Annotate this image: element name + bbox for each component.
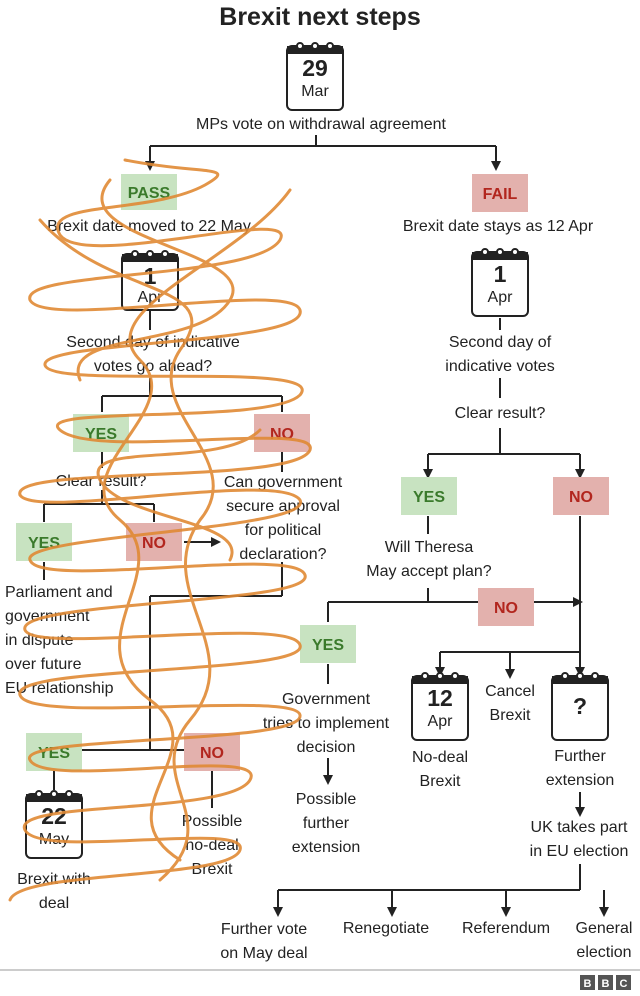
- left-question-2: votes go ahead?: [94, 358, 212, 375]
- calendar-day: 1: [144, 263, 157, 289]
- start-label: MPs vote on withdrawal agreement: [196, 116, 446, 133]
- calendar-day: 1: [494, 261, 507, 287]
- svg-text:PASS: PASS: [128, 185, 171, 202]
- eu-election-1: UK takes part: [531, 819, 628, 836]
- nodeal-right-1: No-deal: [412, 749, 468, 766]
- svg-text:B: B: [602, 978, 610, 990]
- svg-text:YES: YES: [413, 489, 445, 506]
- govt-question-1: Can government: [224, 474, 343, 491]
- svg-text:NO: NO: [569, 489, 593, 506]
- calendar-right-1-apr: 1 Apr: [471, 248, 529, 317]
- badge-left-no-2: NO: [126, 523, 182, 561]
- right-second-day-2: indicative votes: [445, 358, 554, 375]
- right-clear-result: Clear result?: [455, 405, 546, 422]
- scribble-overlay: [8, 158, 312, 902]
- possible-ext-2: further: [303, 815, 350, 832]
- calendar-month: Apr: [488, 289, 514, 306]
- outcome-further-vote-1: Further vote: [221, 921, 307, 938]
- badge-right-yes: YES: [401, 477, 457, 515]
- dispute-text-1: Parliament and: [5, 584, 113, 601]
- outcome-general-election-1: General: [576, 920, 633, 937]
- badge-right-yes-2: YES: [300, 625, 356, 663]
- nodeal-left-2: no-deal: [185, 837, 238, 854]
- svg-text:FAIL: FAIL: [483, 186, 518, 203]
- svg-text:C: C: [620, 978, 628, 990]
- outcome-further-vote-2: on May deal: [220, 945, 307, 962]
- page-title: Brexit next steps: [219, 3, 420, 31]
- dispute-text-4: over future: [5, 656, 82, 673]
- calendar-12-apr: 12 Apr: [411, 672, 469, 741]
- possible-ext-3: extension: [292, 839, 361, 856]
- further-ext-1: Further: [554, 748, 606, 765]
- calendar-month: Mar: [301, 83, 329, 100]
- further-ext-2: extension: [546, 772, 615, 789]
- svg-text:NO: NO: [200, 745, 224, 762]
- possible-ext-1: Possible: [296, 791, 357, 808]
- eu-election-2: in EU election: [530, 843, 629, 860]
- outcome-general-election-2: election: [576, 944, 631, 961]
- svg-text:B: B: [584, 978, 592, 990]
- nodeal-left-1: Possible: [182, 813, 243, 830]
- deal-text-2: deal: [39, 895, 69, 912]
- may-question-1: Will Theresa: [385, 539, 474, 556]
- calendar-29-mar: 29 Mar: [286, 42, 344, 111]
- svg-text:NO: NO: [494, 600, 518, 617]
- cancel-text-1: Cancel: [485, 683, 535, 700]
- calendar-day: 29: [302, 55, 328, 81]
- bbc-logo: B B C: [580, 975, 631, 990]
- calendar-month: Apr: [428, 713, 454, 730]
- govt-question-4: declaration?: [239, 546, 326, 563]
- right-date-text: Brexit date stays as 12 Apr: [403, 218, 594, 235]
- outcome-renegotiate: Renegotiate: [343, 920, 429, 937]
- calendar-question: ?: [551, 672, 609, 741]
- govt-question-2: secure approval: [226, 498, 340, 515]
- govt-question-3: for political: [245, 522, 321, 539]
- badge-right-no-2: NO: [478, 588, 534, 626]
- govt-text-3: decision: [297, 739, 356, 756]
- calendar-left-1-apr: 1 Apr: [121, 250, 179, 311]
- left-date-text: Brexit date moved to 22 May: [47, 218, 251, 235]
- nodeal-right-2: Brexit: [420, 773, 461, 790]
- calendar-22-may: 22 May: [25, 790, 83, 859]
- right-second-day-1: Second day of: [449, 334, 552, 351]
- dispute-text-3: in dispute: [5, 632, 74, 649]
- outcome-referendum: Referendum: [462, 920, 550, 937]
- svg-text:NO: NO: [142, 535, 166, 552]
- badge-fail: FAIL: [472, 174, 528, 212]
- govt-text-1: Government: [282, 691, 371, 708]
- badge-left-yes-2: YES: [16, 523, 72, 561]
- cancel-text-2: Brexit: [490, 707, 531, 724]
- svg-text:YES: YES: [312, 637, 344, 654]
- may-question-2: May accept plan?: [366, 563, 492, 580]
- deal-text-1: Brexit with: [17, 871, 91, 888]
- calendar-day: 12: [427, 685, 453, 711]
- calendar-month: Apr: [138, 289, 164, 306]
- badge-right-no: NO: [553, 477, 609, 515]
- calendar-day: ?: [573, 693, 587, 719]
- badge-left-no: NO: [254, 414, 310, 452]
- govt-text-2: tries to implement: [263, 715, 390, 732]
